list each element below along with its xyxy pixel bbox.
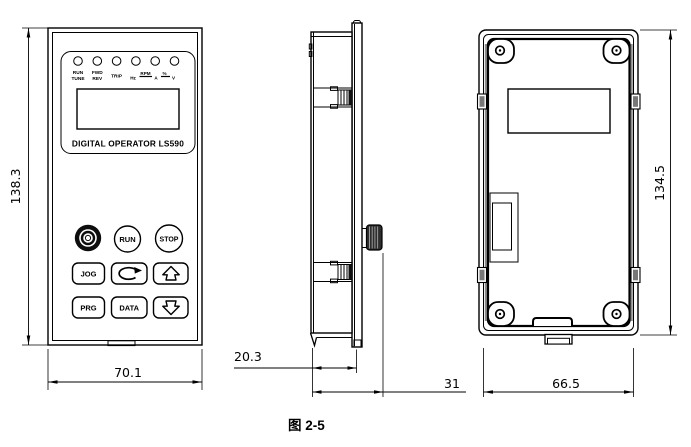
potentiometer-knob-icon — [74, 224, 102, 252]
led-label-trip: TRIP — [111, 74, 123, 80]
dimension-annotations: 138.3 70.1 20.3 31 — [8, 27, 677, 397]
screw-boss-top-left — [487, 38, 515, 64]
prg-button-label: PRG — [80, 304, 96, 313]
back-connector-cutout — [489, 192, 519, 263]
led-fwd-rev-icon — [92, 56, 103, 66]
screw-boss-top-right — [602, 38, 631, 64]
side-bottom-foot — [353, 339, 362, 348]
dim-front-width: 70.1 — [47, 349, 203, 390]
depicted-up-button — [152, 262, 189, 285]
dim-label-side-body-depth: 20.3 — [234, 349, 262, 364]
back-outer-case — [478, 29, 639, 336]
depicted-stop-button: STOP — [154, 224, 184, 253]
depicted-jog-button: JOG — [71, 262, 106, 285]
down-arrow-icon — [162, 300, 180, 316]
led-row: RUN TUNE FWD REV TRIP Hz RPM A % V — [71, 56, 180, 82]
knob-center — [84, 234, 92, 242]
front-outer-case — [47, 27, 203, 346]
unit-label-pct: % — [162, 71, 166, 76]
depicted-run-button: RUN — [113, 225, 142, 253]
back-right-notch-upper — [630, 93, 641, 110]
depicted-data-button: DATA — [110, 296, 148, 319]
led-label-rev: REV — [92, 76, 103, 82]
knob-inner-ring — [80, 230, 96, 246]
back-left-notch-lower — [476, 266, 488, 284]
led-hz-icon — [131, 56, 141, 66]
up-arrow-icon — [162, 265, 180, 281]
run-button-label: RUN — [119, 235, 135, 244]
dim-label-back-width: 66.5 — [552, 376, 580, 391]
led-trip-icon — [111, 56, 122, 66]
front-view: RUN TUNE FWD REV TRIP Hz RPM A % V DIGIT… — [47, 27, 203, 347]
figure-caption: 图 2-5 — [288, 418, 325, 433]
front-bottom-tab — [107, 340, 136, 347]
unit-label-rpm: RPM — [140, 71, 150, 76]
lcd-screen — [76, 88, 180, 130]
unit-label-volt: V — [172, 76, 176, 81]
dim-back-height: 134.5 — [640, 29, 677, 336]
back-display-cutout — [507, 88, 611, 134]
led-label-fwd: FWD — [92, 70, 103, 76]
operator-title: DIGITAL OPERATOR LS590 — [72, 139, 184, 149]
dim-label-side-total-depth: 31 — [444, 376, 460, 391]
back-view — [476, 29, 641, 345]
back-bottom-tab-inner — [547, 337, 570, 345]
side-lower-clip — [313, 260, 353, 284]
side-knob — [361, 224, 383, 251]
led-amp-icon — [150, 56, 160, 66]
led-volt-icon — [169, 56, 180, 66]
back-left-notch-upper — [476, 93, 488, 110]
side-body — [310, 31, 353, 334]
depicted-shift-button — [110, 262, 148, 285]
back-right-notch-lower — [630, 266, 641, 284]
screw-center — [615, 49, 618, 52]
side-upper-clip — [313, 86, 353, 109]
loop-arrow-icon — [118, 266, 137, 281]
screw-boss-bottom-left — [487, 301, 515, 327]
side-nub-1 — [308, 43, 313, 50]
loop-arrowhead-icon — [134, 267, 142, 274]
dim-label-back-height: 134.5 — [652, 165, 667, 201]
depicted-down-button — [152, 296, 189, 319]
unit-label-amp: A — [154, 76, 158, 81]
side-bottom-hook — [309, 332, 318, 348]
screw-center — [498, 49, 502, 52]
screw-center — [498, 312, 502, 316]
back-bottom-catch — [532, 317, 573, 326]
dim-back-width: 66.5 — [483, 348, 634, 397]
led-label-tune: TUNE — [71, 76, 85, 82]
side-front-bezel — [351, 22, 363, 348]
led-label-run: RUN — [73, 70, 84, 76]
side-nub-2 — [308, 51, 313, 57]
screw-center — [615, 312, 618, 316]
stop-button-label: STOP — [160, 236, 179, 243]
depicted-prg-button: PRG — [71, 296, 106, 319]
display-zone — [60, 51, 196, 154]
dim-label-front-height: 138.3 — [8, 169, 23, 205]
data-button-label: DATA — [119, 304, 139, 313]
dim-front-height: 138.3 — [8, 27, 48, 346]
screw-boss-bottom-right — [602, 301, 631, 327]
dim-side-body-depth: 20.3 — [234, 348, 357, 397]
back-inner-flange — [483, 34, 634, 331]
side-view — [308, 20, 383, 348]
dim-side-total-depth: 31 — [312, 253, 466, 397]
unit-label-hz: Hz — [130, 76, 136, 81]
led-run-icon — [73, 56, 83, 66]
jog-button-label: JOG — [81, 270, 97, 279]
dim-label-front-width: 70.1 — [114, 365, 142, 380]
